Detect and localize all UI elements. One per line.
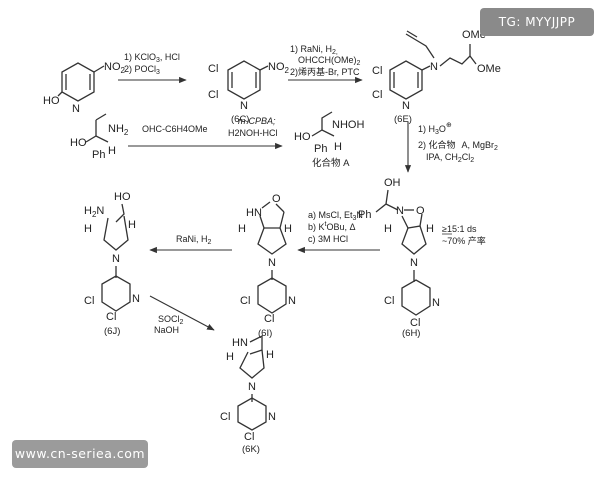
chloro-label: Cl [208, 63, 218, 75]
reagent-8-line-1: SOCl2 [158, 314, 184, 326]
compound-label-6K: (6K) [242, 444, 260, 455]
amino-label: H2N [84, 205, 104, 219]
chloro-label: Cl [384, 295, 394, 307]
hydrogen-label: H [426, 223, 434, 235]
hydrogen-label: H [384, 223, 392, 235]
reagent-4-line-2: H2NOH-HCl [228, 128, 278, 138]
chloro-label: Cl [244, 431, 254, 443]
chloro-label: Cl [372, 89, 382, 101]
hydrogen-label: H [226, 351, 234, 363]
reagent-6-line-1: a) MsCl, Et3N [308, 210, 363, 222]
hydrogen-label: H [284, 223, 292, 235]
compound-6I: HN O H H N Cl Cl N (6I) [238, 193, 296, 339]
chloro-label: Cl [410, 317, 420, 329]
reagent-2-line-1: 1) RaNi, H2, [290, 44, 338, 56]
compound-label-6E: (6E) [394, 114, 412, 125]
hydroxy-label: HO [114, 191, 131, 203]
amine-nitrogen: N [430, 61, 438, 73]
selectivity-ds: ≥15:1 ds [442, 224, 477, 234]
isoxazolidine-nitrogen: N [396, 205, 404, 217]
reagent-8-line-2: NaOH [154, 325, 179, 335]
hydrogen-label: H [266, 349, 274, 361]
telegram-watermark: TG: MYYJJPP [480, 8, 594, 36]
compound-A: HO NHOH Ph H 化合物 A [294, 111, 364, 169]
ring-nitrogen: N [288, 295, 296, 307]
reagent-1-line-1: 1) KClO3, HCl [124, 52, 180, 64]
isoxazolidine-nh: HN [246, 207, 262, 219]
ring-nitrogen: N [268, 411, 276, 423]
hydroxylamine-label: NHOH [332, 119, 364, 131]
isoxazolidine-oxygen: O [272, 193, 281, 205]
compound-label-A: 化合物 A [312, 157, 350, 169]
chloro-label: Cl [220, 411, 230, 423]
chloro-label: Cl [240, 295, 250, 307]
ring-nitrogen: N [72, 103, 80, 115]
nitro-label: NO2 [268, 61, 290, 75]
compound-label-6C: (6C) [231, 114, 249, 125]
reagent-2-line-3: 2)烯丙基-Br, PTC [290, 66, 360, 77]
selectivity-yield: ~70% 产率 [442, 235, 486, 246]
reagent-5-line-3: IPA, CH2Cl2 [426, 152, 474, 164]
hydroxy-label: HO [294, 131, 311, 143]
phenyl-label: Ph [92, 149, 105, 161]
arrow-step-8 [149, 295, 215, 331]
hydroxy-label: HO [43, 95, 60, 107]
compound-6J: HO H2N H H N Cl Cl N (6J) [84, 191, 140, 337]
isoxazolidine-oxygen: O [416, 205, 425, 217]
reagent-2-line-2: OHCCH(OMe)2 [298, 55, 361, 67]
reagent-6-line-3: c) 3M HCl [308, 234, 348, 244]
pyrrolidine-nitrogen: N [410, 257, 418, 269]
phenylglycinol: HO NH2 Ph H [70, 113, 129, 161]
hydrogen-label: H [108, 145, 116, 157]
compound-label-6I: (6I) [258, 328, 272, 339]
ring-nitrogen: N [402, 100, 410, 112]
chloro-label: Cl [106, 311, 116, 323]
chloro-label: Cl [264, 313, 274, 325]
ring-nitrogen: N [432, 297, 440, 309]
reagent-4-line-1: m-CPBA; [238, 116, 276, 126]
phenyl-label: Ph [358, 209, 371, 221]
azetidine-nh: HN [232, 337, 248, 349]
reagent-3: OHC-C6H4OMe [142, 124, 208, 134]
reagent-5-line-1: 1) H3O⊕ [418, 122, 452, 136]
hydrogen-label: H [128, 219, 136, 231]
amino-label: NH2 [108, 123, 129, 137]
reagent-6-line-2: b) KtOBu, Δ [308, 221, 356, 232]
methoxy-label: OMe [462, 29, 486, 41]
reagent-1-line-2: 2) POCl3 [124, 64, 160, 76]
website-watermark: www.cn-seriea.com [12, 440, 148, 468]
compound-label-6H: (6H) [402, 328, 420, 339]
compound-6C: Cl Cl N NO2 (6C) [208, 60, 290, 125]
chloro-label: Cl [84, 295, 94, 307]
chloro-label: Cl [208, 89, 218, 101]
phenyl-label: Ph [314, 143, 327, 155]
pyrrolidine-nitrogen: N [268, 257, 276, 269]
hydroxy-label: HO [70, 137, 87, 149]
starting-pyridine: HO N NO2 [43, 61, 126, 115]
compound-6K: HN H H N Cl Cl N (6K) [220, 334, 276, 455]
compound-label-6J: (6J) [104, 326, 120, 337]
ring-nitrogen: N [132, 293, 140, 305]
ring-nitrogen: N [240, 100, 248, 112]
chloro-label: Cl [372, 65, 382, 77]
reagent-7: RaNi, H2 [176, 234, 212, 246]
hydroxy-label: OH [384, 177, 401, 189]
hydrogen-label: H [334, 141, 342, 153]
methoxy-label: OMe [477, 63, 501, 75]
compound-6E: Cl Cl N N OMe OMe (6E) [372, 29, 501, 125]
pyrrolidine-nitrogen: N [112, 253, 120, 265]
hydrogen-label: H [84, 223, 92, 235]
pyrrolidine-nitrogen: N [248, 381, 256, 393]
hydrogen-label: H [238, 223, 246, 235]
nitro-label: NO2 [104, 61, 126, 75]
compound-6H: OH Ph N O H H N Cl Cl N (6H) [358, 177, 440, 339]
